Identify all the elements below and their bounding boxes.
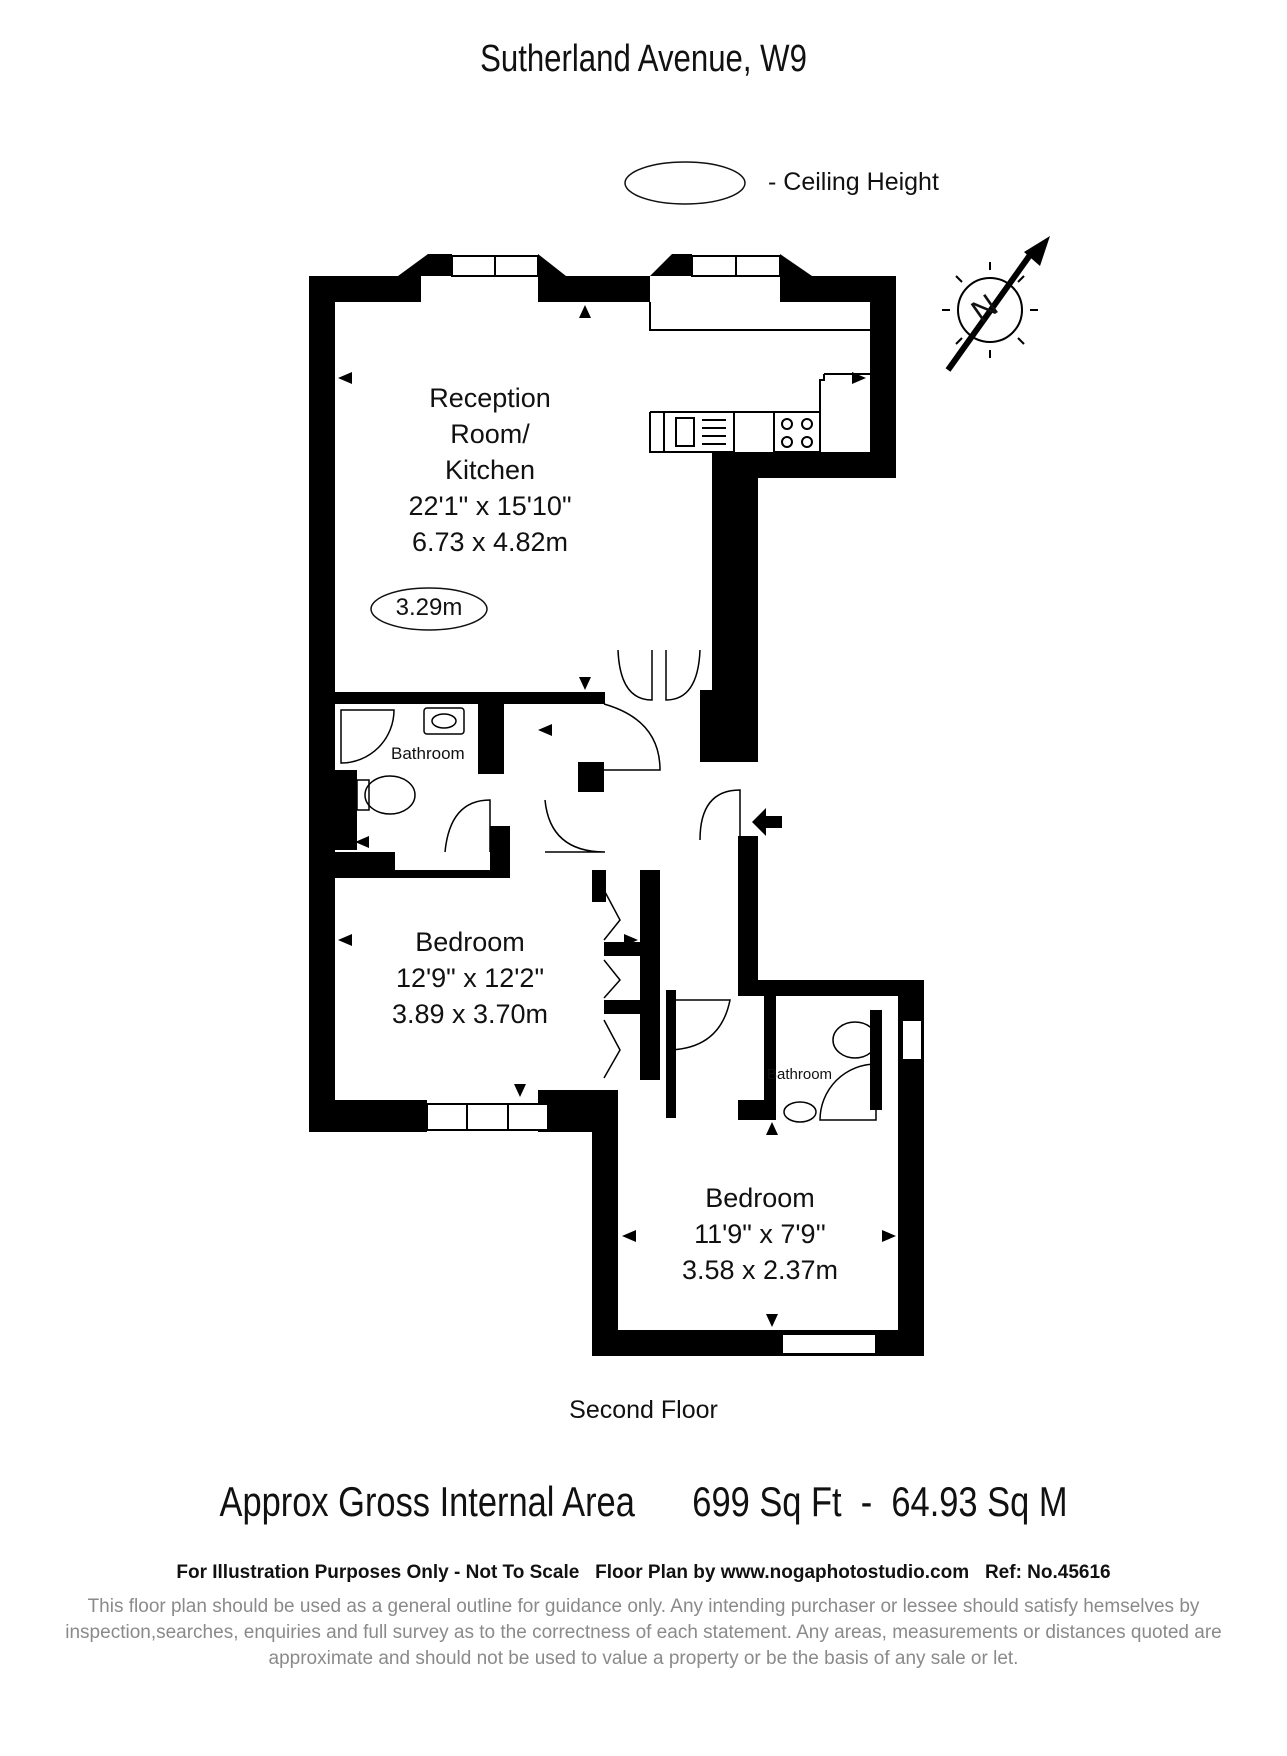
walls <box>309 254 924 1356</box>
room-name: Bedroom <box>705 1183 815 1213</box>
room-name: Bedroom <box>415 927 525 957</box>
ceiling-height-value: 3.29m <box>395 594 463 621</box>
ceiling-height-legend-ellipse <box>624 161 746 205</box>
room-bedroom-1: Bedroom 12'9" x 12'2" 3.89 x 3.70m <box>370 924 570 1032</box>
doors <box>444 649 741 1079</box>
ceiling-height-marker <box>370 587 488 631</box>
area-label: Approx Gross Internal Area <box>219 1478 635 1525</box>
room-reception-kitchen: Reception Room/ Kitchen 22'1" x 15'10" 6… <box>390 380 590 560</box>
disclaimer: This floor plan should be used as a gene… <box>65 1596 1222 1669</box>
kitchen-counter <box>649 302 870 453</box>
bathroom-1-label: Bathroom <box>391 744 465 763</box>
room-imperial: 11'9" x 7'9'' <box>694 1219 826 1249</box>
gross-internal-area: Approx Gross Internal Area 699 Sq Ft - 6… <box>116 1478 1171 1526</box>
sanitary-fittings <box>340 707 878 1123</box>
room-imperial: 12'9" x 12'2" <box>395 963 545 993</box>
area-separator: - <box>860 1478 873 1525</box>
room-name: Reception Room/ Kitchen <box>429 383 551 485</box>
ceiling-height-legend-label: - Ceiling Height <box>768 168 939 196</box>
area-sqft: 699 Sq Ft <box>692 1478 842 1525</box>
floor-name: Second Floor <box>569 1396 718 1424</box>
room-imperial: 22'1" x 15'10" <box>408 491 572 521</box>
dimension-arrows <box>338 305 896 1327</box>
windows <box>426 255 923 1355</box>
area-sqm: 64.93 Sq M <box>891 1478 1068 1525</box>
compass-arrow-head <box>1024 236 1050 266</box>
bathroom-2-label: Bathroom <box>767 1066 833 1083</box>
room-metric: 3.89 x 3.70m <box>391 999 549 1029</box>
credit-line: For Illustration Purposes Only - Not To … <box>176 1562 1111 1583</box>
room-metric: 6.73 x 4.82m <box>411 527 569 557</box>
compass-rose <box>942 253 1038 372</box>
room-metric: 3.58 x 2.37m <box>681 1255 839 1285</box>
room-bedroom-2: Bedroom 11'9" x 7'9'' 3.58 x 2.37m <box>660 1180 860 1288</box>
page-title: Sutherland Avenue, W9 <box>480 38 807 80</box>
